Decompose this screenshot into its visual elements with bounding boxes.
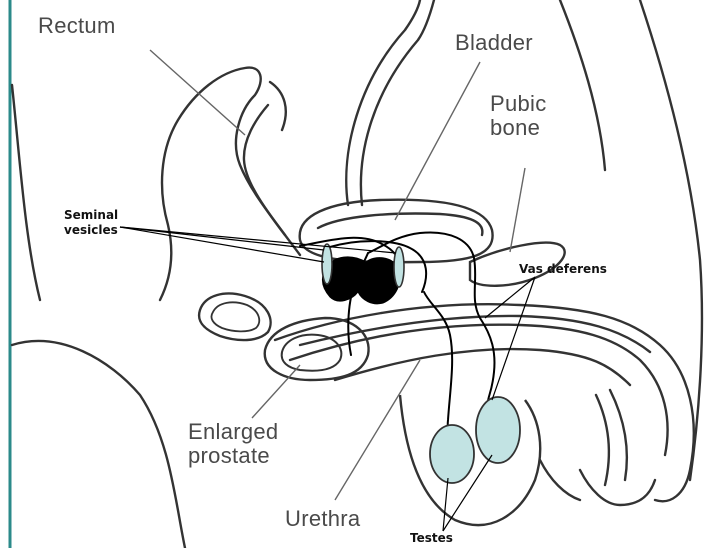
label-enlarged-line-1: Enlarged — [188, 420, 278, 444]
label-bladder: Bladder — [455, 31, 533, 55]
testis-left — [430, 425, 474, 483]
label-pubic-line-2: bone — [490, 116, 547, 140]
label-vas-deferens: Vas deferens — [519, 262, 607, 277]
label-testes: Testes — [410, 531, 453, 546]
label-seminal-line-2: vesicles — [64, 223, 118, 238]
prostate-drawing — [199, 257, 400, 380]
label-seminal-vesicles: Seminal vesicles — [64, 208, 118, 238]
label-enlarged-line-2: prostate — [188, 444, 278, 468]
testis-right — [476, 397, 520, 463]
label-enlarged-prostate: Enlarged prostate — [188, 420, 278, 468]
label-pubic-bone: Pubic bone — [490, 92, 547, 140]
label-seminal-line-1: Seminal — [64, 208, 118, 223]
prostate-dark-mass — [323, 257, 400, 304]
rectum-drawing — [160, 68, 300, 300]
label-pubic-line-1: Pubic — [490, 92, 547, 116]
label-rectum: Rectum — [38, 14, 116, 38]
label-urethra: Urethra — [285, 507, 360, 531]
